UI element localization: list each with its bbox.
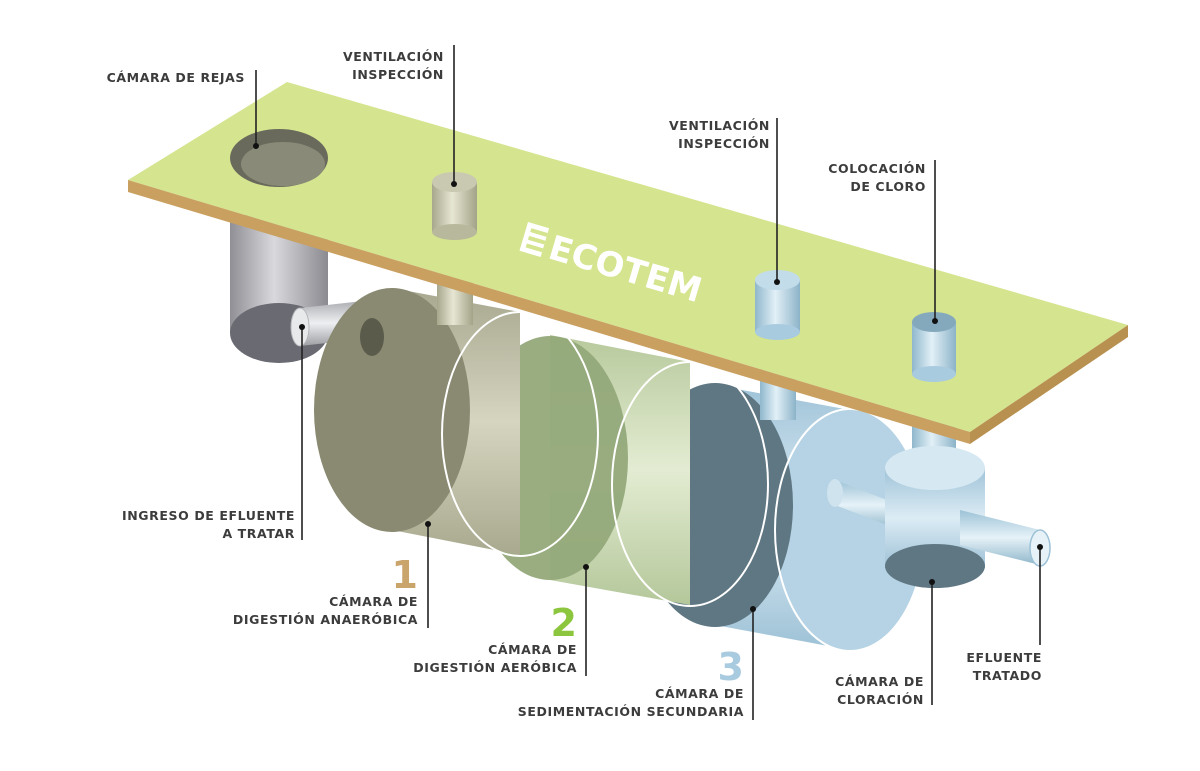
label-camara-rejas: CÁMARA DE REJAS (107, 70, 245, 85)
chlorine-cap (912, 312, 956, 382)
label-aerobica-line2: DIGESTIÓN AERÓBICA (413, 660, 577, 675)
label-ventilacion-2-line1: VENTILACIÓN (669, 118, 770, 133)
label-ventilacion-1-line2: INSPECCIÓN (352, 67, 444, 82)
label-efluente-line2: TRATADO (973, 668, 1042, 683)
chamber-1-number: 1 (392, 553, 418, 597)
chamber-3-number: 3 (718, 645, 744, 689)
leader-lines (253, 45, 1043, 720)
label-cloracion-line2: CLORACIÓN (837, 692, 924, 707)
label-efluente-line1: EFLUENTE (966, 650, 1042, 665)
label-anaerobica-line2: DIGESTIÓN ANAERÓBICA (233, 612, 418, 627)
label-anaerobica-line1: CÁMARA DE (329, 594, 418, 609)
grate-opening (230, 129, 328, 187)
chlorination-chamber (827, 415, 1051, 588)
label-cloro-line1: COLOCACIÓN (828, 161, 926, 176)
vent-cap-2 (755, 270, 800, 340)
slab (128, 82, 1128, 444)
chamber-2-number: 2 (551, 601, 577, 645)
anaerobic-chamber (314, 288, 599, 557)
label-cloro-line2: DE CLORO (850, 179, 926, 194)
label-ventilacion-1-line1: VENTILACIÓN (343, 49, 444, 64)
label-ventilacion-2-line2: INSPECCIÓN (678, 136, 770, 151)
label-cloracion-line1: CÁMARA DE (835, 674, 924, 689)
label-aerobica-line1: CÁMARA DE (488, 642, 577, 657)
label-sedimentacion-line1: CÁMARA DE (655, 686, 744, 701)
label-sedimentacion-line2: SEDIMENTACIÓN SECUNDARIA (518, 704, 744, 719)
label-ingreso-line1: INGRESO DE EFLUENTE (122, 508, 295, 523)
label-ingreso-line2: A TRATAR (222, 526, 295, 541)
